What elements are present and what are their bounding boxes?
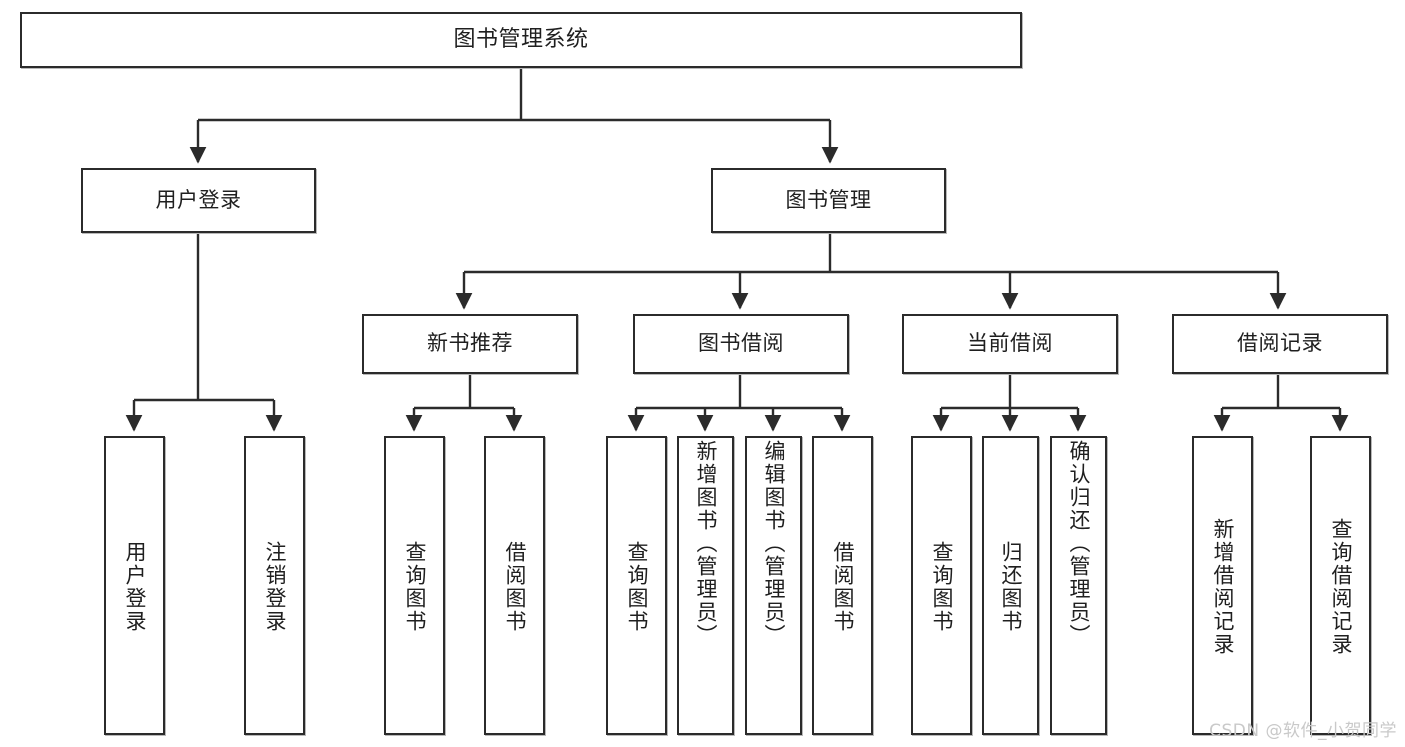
node-label: 新增借阅记录 [1211, 517, 1235, 656]
node-current-borrow[interactable]: 当前借阅 [902, 314, 1118, 374]
node-label: 新增图书（管理员） [694, 440, 718, 647]
node-label: 当前借阅 [967, 331, 1053, 356]
node-leaf-cb-query-book[interactable]: 查询图书 [911, 436, 972, 735]
node-label: 查询图书 [403, 540, 427, 633]
node-label: 查询图书 [930, 540, 954, 633]
node-book-management[interactable]: 图书管理 [711, 168, 946, 233]
node-label: 图书借阅 [698, 331, 784, 356]
node-label: 用户登录 [155, 187, 242, 212]
node-leaf-br-query-record[interactable]: 查询借阅记录 [1310, 436, 1371, 735]
csdn-watermark: CSDN @软件_小贺同学 [1209, 721, 1397, 741]
node-root-book-management-system[interactable]: 图书管理系统 [20, 12, 1022, 68]
node-leaf-bb-edit-book-admin[interactable]: 编辑图书（管理员） [745, 436, 802, 735]
node-leaf-nb-query-book[interactable]: 查询图书 [384, 436, 445, 735]
node-book-borrow[interactable]: 图书借阅 [633, 314, 849, 374]
node-leaf-bb-add-book-admin[interactable]: 新增图书（管理员） [677, 436, 734, 735]
node-leaf-br-add-record[interactable]: 新增借阅记录 [1192, 436, 1253, 735]
node-leaf-logout[interactable]: 注销登录 [244, 436, 305, 735]
node-leaf-bb-borrow-book[interactable]: 借阅图书 [812, 436, 873, 735]
node-label: 新书推荐 [427, 331, 513, 356]
node-label: 借阅图书 [831, 540, 855, 633]
node-label: 查询借阅记录 [1329, 517, 1353, 656]
node-label: 图书管理系统 [453, 26, 589, 52]
node-label: 确认归还（管理员） [1067, 440, 1091, 647]
node-label: 编辑图书（管理员） [762, 440, 786, 647]
node-leaf-bb-query-book[interactable]: 查询图书 [606, 436, 667, 735]
node-new-book-recommend[interactable]: 新书推荐 [362, 314, 578, 374]
node-leaf-user-login[interactable]: 用户登录 [104, 436, 165, 735]
node-label: 借阅记录 [1237, 331, 1323, 356]
node-label: 归还图书 [999, 540, 1023, 633]
node-label: 图书管理 [785, 187, 872, 212]
node-leaf-cb-confirm-return-admin[interactable]: 确认归还（管理员） [1050, 436, 1107, 735]
node-label: 查询图书 [625, 540, 649, 633]
node-leaf-nb-borrow-book[interactable]: 借阅图书 [484, 436, 545, 735]
node-leaf-cb-return-book[interactable]: 归还图书 [982, 436, 1039, 735]
node-label: 借阅图书 [503, 540, 527, 633]
node-user-login[interactable]: 用户登录 [81, 168, 316, 233]
node-label: 用户登录 [123, 540, 147, 633]
node-label: 注销登录 [263, 540, 287, 633]
node-borrow-record[interactable]: 借阅记录 [1172, 314, 1388, 374]
